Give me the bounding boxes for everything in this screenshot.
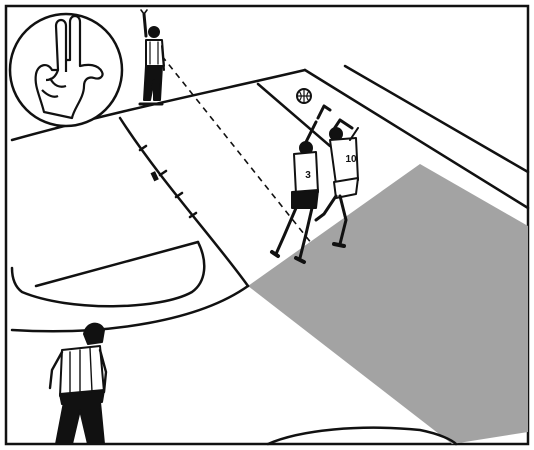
hand-signal-inset bbox=[10, 14, 122, 126]
defender-jersey-number: 3 bbox=[305, 170, 311, 181]
shooter-jersey-number: 10 bbox=[345, 154, 357, 165]
basketball bbox=[297, 89, 311, 103]
